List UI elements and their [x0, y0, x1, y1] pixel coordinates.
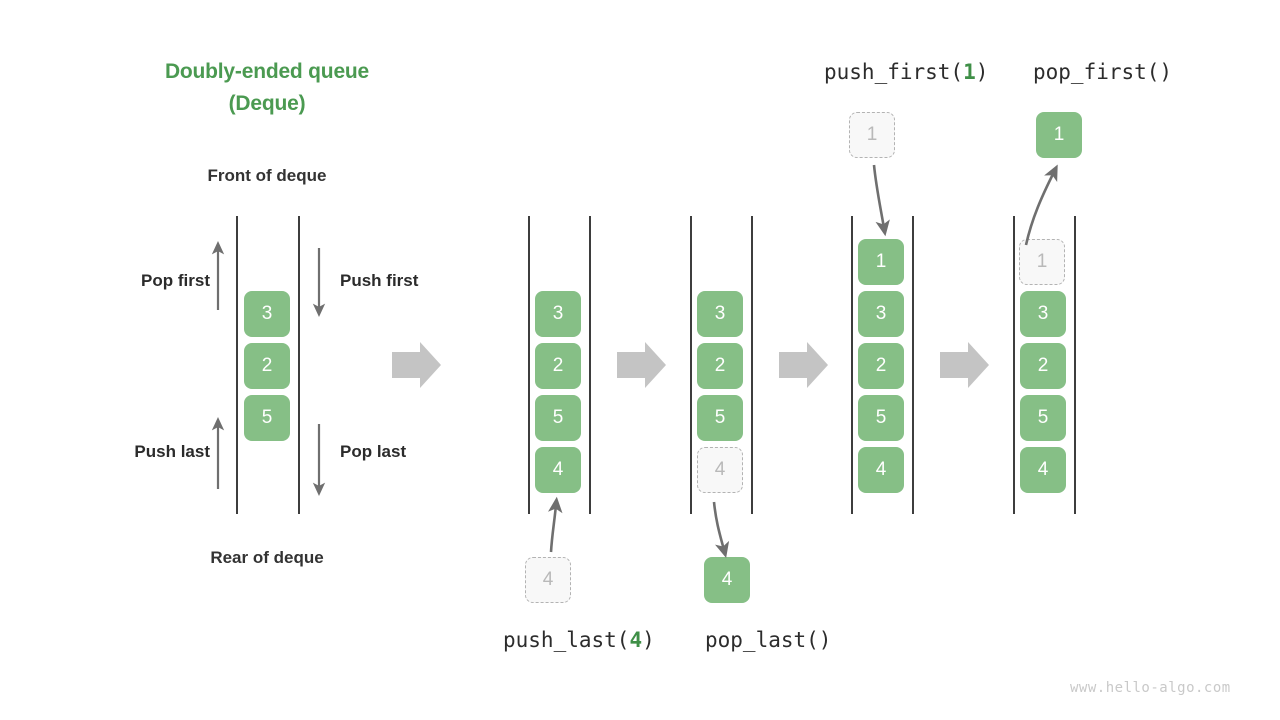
- deque-cell: 5: [1020, 395, 1066, 441]
- deque-cell: 3: [535, 291, 581, 337]
- pop-last-fn-name: pop_last(): [705, 628, 832, 652]
- push-first-label: Push first: [340, 271, 419, 290]
- push-first-argument: 1: [963, 60, 976, 84]
- watermark: www.hello-algo.com: [1070, 680, 1231, 696]
- deque-cell: 5: [858, 395, 904, 441]
- push-last-operation-label: push_last(4): [503, 628, 655, 652]
- deque-cell: 5: [697, 395, 743, 441]
- page-title: Doubly-ended queue (Deque): [147, 60, 387, 116]
- deque-rail-right-col1: [298, 216, 300, 514]
- pop-first-flow-arrow: [1024, 164, 1058, 246]
- deque-cell: 2: [244, 343, 290, 389]
- push-last-close-paren: ): [642, 628, 655, 652]
- pop-first-fn-name: pop_first(): [1033, 60, 1173, 84]
- block-arrow-3: [779, 342, 828, 388]
- deque-rail-left-col2: [528, 216, 530, 514]
- pop-first-operation-label: pop_first(): [1033, 60, 1172, 84]
- floating-cell-pop-last: 4: [704, 557, 750, 603]
- deque-cell: 2: [535, 343, 581, 389]
- page-title-line2: (Deque): [228, 92, 306, 115]
- push-first-close-paren: ): [975, 60, 989, 84]
- deque-cell: 4: [858, 447, 904, 493]
- deque-cell: 4: [535, 447, 581, 493]
- deque-rail-right-col5: [1074, 216, 1076, 514]
- push-first-flow-arrow: [872, 164, 890, 237]
- pop-last-flow-arrow: [712, 501, 730, 559]
- deque-rail-right-col2: [589, 216, 591, 514]
- deque-cell: 2: [1020, 343, 1066, 389]
- deque-rail-left-col3: [690, 216, 692, 514]
- push-last-argument: 4: [629, 628, 643, 652]
- deque-cell: 2: [697, 343, 743, 389]
- block-arrow-2: [617, 342, 666, 388]
- deque-cell: 3: [1020, 291, 1066, 337]
- deque-cell: 2: [858, 343, 904, 389]
- push-first-fn-name: push_first(: [824, 60, 964, 84]
- front-of-deque-label: Front of deque: [207, 166, 327, 185]
- pop-last-operation-label: pop_last(): [705, 628, 831, 652]
- deque-cell: 4: [1020, 447, 1066, 493]
- deque-rail-left-col5: [1013, 216, 1015, 514]
- deque-cell: 3: [858, 291, 904, 337]
- deque-cell: 3: [697, 291, 743, 337]
- push-last-fn-name: push_last(: [503, 628, 630, 652]
- deque-cell: 3: [244, 291, 290, 337]
- push-last-label: Push last: [134, 442, 210, 461]
- floating-cell-push-last: 4: [525, 557, 571, 603]
- deque-cell: 1: [858, 239, 904, 285]
- pop-last-label: Pop last: [340, 442, 407, 461]
- deque-rail-right-col4: [912, 216, 914, 514]
- block-arrow-1: [392, 342, 441, 388]
- deque-cell: 5: [244, 395, 290, 441]
- floating-cell-pop-first: 1: [1036, 112, 1082, 158]
- deque-rail-left-col4: [851, 216, 853, 514]
- deque-cell-removed: 1: [1019, 239, 1065, 285]
- deque-cell: 5: [535, 395, 581, 441]
- pop-first-label: Pop first: [141, 271, 210, 290]
- page-title-line1: Doubly-ended queue: [164, 60, 370, 83]
- push-first-operation-label: push_first(1): [824, 60, 988, 84]
- block-arrow-4: [940, 342, 989, 388]
- floating-cell-push-first: 1: [849, 112, 895, 158]
- deque-rail-right-col3: [751, 216, 753, 514]
- deque-cell-removed: 4: [697, 447, 743, 493]
- deque-rail-left-col1: [236, 216, 238, 514]
- push-last-flow-arrow: [548, 496, 563, 553]
- rear-of-deque-label: Rear of deque: [210, 548, 324, 567]
